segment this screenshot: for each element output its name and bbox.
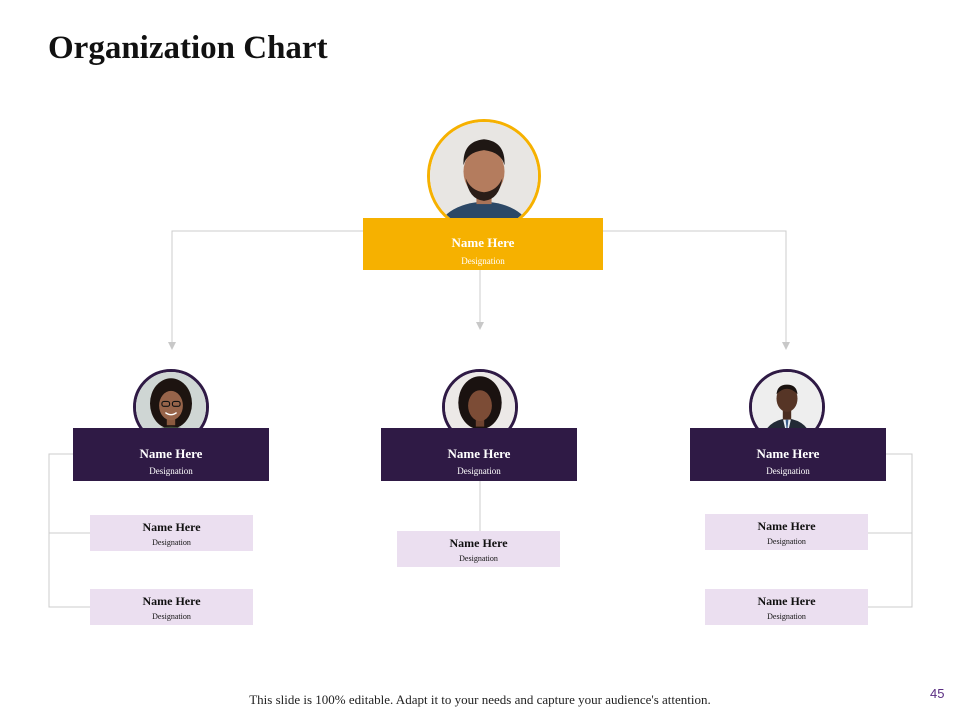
- designation-label: Designation: [457, 466, 501, 476]
- name-label: Name Here: [142, 594, 201, 608]
- designation-label: Designation: [767, 537, 806, 546]
- connector-top-left: [168, 230, 363, 350]
- org-box-center-report-1: Name Here Designation: [397, 531, 560, 567]
- name-label: Name Here: [451, 235, 515, 250]
- name-label: Name Here: [447, 446, 511, 461]
- designation-label: Designation: [766, 466, 810, 476]
- org-box-top: Name Here Designation: [363, 218, 603, 270]
- connector-top-right: [603, 230, 790, 350]
- org-box-right-report-2: Name Here Designation: [705, 589, 868, 625]
- name-label: Name Here: [757, 594, 816, 608]
- name-label: Name Here: [449, 536, 508, 550]
- org-box-left-report-1: Name Here Designation: [90, 515, 253, 551]
- designation-label: Designation: [459, 554, 498, 563]
- name-label: Name Here: [142, 520, 201, 534]
- designation-label: Designation: [149, 466, 193, 476]
- org-box-center: Name Here Designation: [381, 428, 577, 481]
- designation-label: Designation: [152, 538, 191, 547]
- name-label: Name Here: [139, 446, 203, 461]
- name-label: Name Here: [756, 446, 820, 461]
- designation-label: Designation: [152, 612, 191, 621]
- connector-left-bracket: [48, 453, 90, 608]
- footer-note: This slide is 100% editable. Adapt it to…: [249, 692, 711, 707]
- org-box-left: Name Here Designation: [73, 428, 269, 481]
- slide-title: Organization Chart: [48, 30, 328, 66]
- designation-label: Designation: [461, 256, 505, 266]
- avatar-top: [427, 119, 541, 233]
- org-box-right-report-1: Name Here Designation: [705, 514, 868, 550]
- name-label: Name Here: [757, 519, 816, 533]
- org-box-right: Name Here Designation: [690, 428, 886, 481]
- designation-label: Designation: [767, 612, 806, 621]
- org-box-left-report-2: Name Here Designation: [90, 589, 253, 625]
- page-number: 45: [930, 686, 945, 701]
- connector-right-bracket: [868, 453, 913, 608]
- person-photo-icon: [430, 122, 538, 230]
